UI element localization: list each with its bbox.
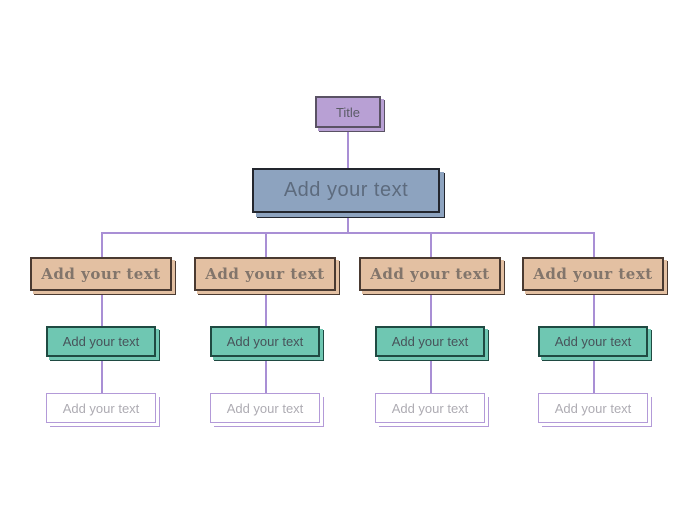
connector-branch-to-sub-1 (101, 291, 103, 326)
connector-root-stub (347, 213, 349, 232)
connector-branch-to-sub-3 (430, 291, 432, 326)
node-leaf-3[interactable]: Add your text (375, 393, 485, 423)
node-leaf-4[interactable]: Add your text (538, 393, 648, 423)
node-leaf-2[interactable]: Add your text (210, 393, 320, 423)
node-branch-1[interactable]: Add your text (30, 257, 172, 291)
connector-spine-to-branch-1 (101, 232, 103, 257)
connector-spine-to-branch-2 (265, 232, 267, 257)
connector-branch-to-sub-4 (593, 291, 595, 326)
node-branch-3[interactable]: Add your text (359, 257, 501, 291)
connector-branch-spine (101, 232, 594, 234)
node-leaf-1[interactable]: Add your text (46, 393, 156, 423)
connector-sub-to-leaf-4 (593, 357, 595, 393)
connector-spine-to-branch-4 (593, 232, 595, 257)
node-title[interactable]: Title (315, 96, 381, 128)
connector-spine-to-branch-3 (430, 232, 432, 257)
node-sub-3[interactable]: Add your text (375, 326, 485, 357)
connector-title-to-root (347, 130, 349, 168)
connector-branch-to-sub-2 (265, 291, 267, 326)
node-sub-4[interactable]: Add your text (538, 326, 648, 357)
node-root[interactable]: Add your text (252, 168, 440, 213)
connector-sub-to-leaf-3 (430, 357, 432, 393)
node-branch-2[interactable]: Add your text (194, 257, 336, 291)
node-sub-1[interactable]: Add your text (46, 326, 156, 357)
connector-sub-to-leaf-2 (265, 357, 267, 393)
node-sub-2[interactable]: Add your text (210, 326, 320, 357)
connector-sub-to-leaf-1 (101, 357, 103, 393)
node-branch-4[interactable]: Add your text (522, 257, 664, 291)
